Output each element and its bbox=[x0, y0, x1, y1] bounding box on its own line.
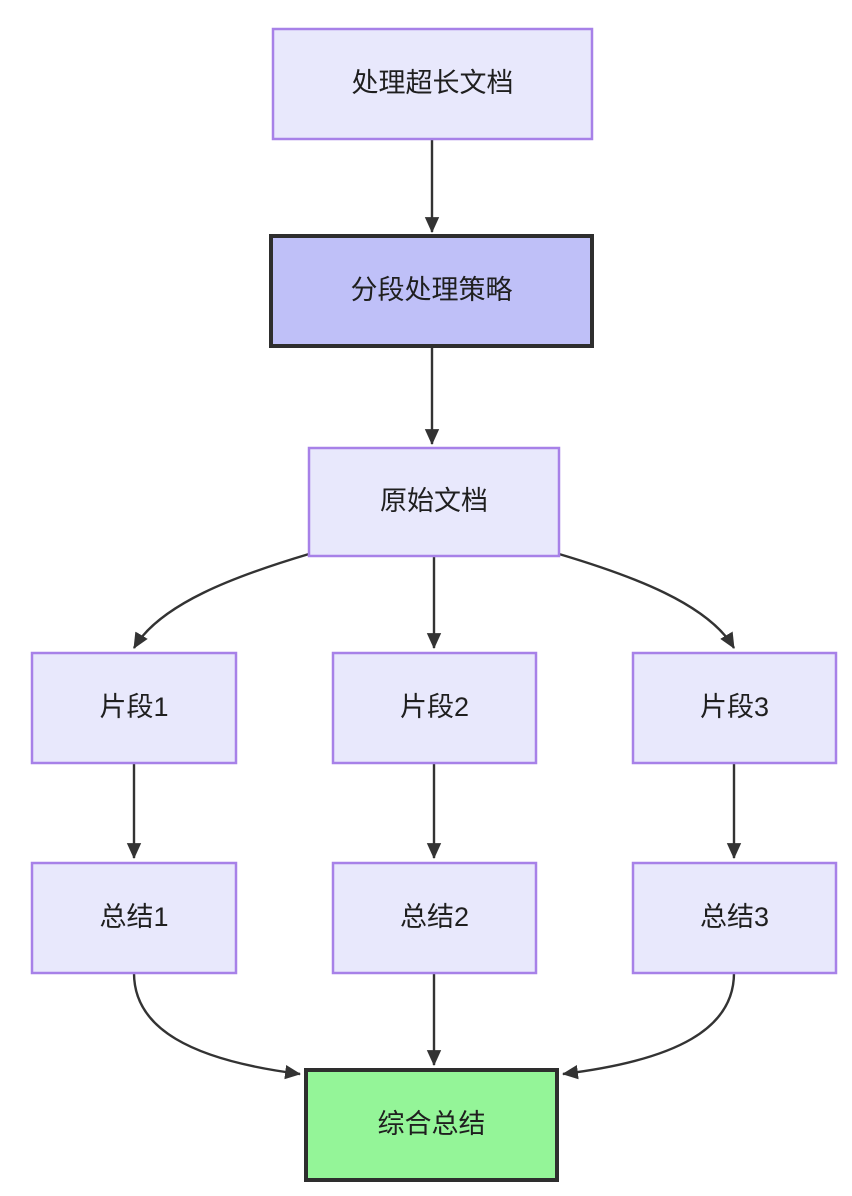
node-label-n5: 片段2 bbox=[400, 692, 469, 722]
node-box-n5[interactable] bbox=[331, 651, 538, 765]
flow-node-n6[interactable]: 片段3 bbox=[631, 651, 838, 765]
node-box-n9[interactable] bbox=[631, 861, 838, 975]
node-box-n1[interactable] bbox=[271, 27, 594, 141]
flow-node-n5[interactable]: 片段2 bbox=[331, 651, 538, 765]
node-box-n6[interactable] bbox=[631, 651, 838, 765]
node-label-n4: 片段1 bbox=[99, 692, 168, 722]
node-box-n4[interactable] bbox=[30, 651, 238, 765]
node-label-n8: 总结2 bbox=[400, 902, 469, 932]
flow-edge-n3-to-n4 bbox=[132, 552, 310, 649]
flow-node-n8[interactable]: 总结2 bbox=[331, 861, 538, 975]
node-box-n10[interactable] bbox=[304, 1068, 559, 1182]
edges-layer bbox=[126, 139, 742, 1080]
node-label-n2: 分段处理策略 bbox=[351, 275, 513, 305]
node-label-n10: 综合总结 bbox=[378, 1109, 486, 1139]
flow-edge-n9-to-n10 bbox=[562, 972, 736, 1080]
flow-node-n7[interactable]: 总结1 bbox=[30, 861, 238, 975]
node-label-n7: 总结1 bbox=[99, 902, 168, 932]
node-label-n9: 总结3 bbox=[700, 902, 769, 932]
flow-node-n2[interactable]: 分段处理策略 bbox=[269, 234, 594, 348]
flow-node-n9[interactable]: 总结3 bbox=[631, 861, 838, 975]
node-box-n7[interactable] bbox=[30, 861, 238, 975]
flow-edge-n3-to-n6 bbox=[558, 552, 736, 649]
flow-node-n10[interactable]: 综合总结 bbox=[304, 1068, 559, 1182]
flow-node-n3[interactable]: 原始文档 bbox=[307, 446, 561, 558]
node-label-n6: 片段3 bbox=[700, 692, 769, 722]
node-box-n3[interactable] bbox=[307, 446, 561, 558]
flow-edge-n7-to-n10 bbox=[132, 972, 301, 1080]
flow-node-n1[interactable]: 处理超长文档 bbox=[271, 27, 594, 141]
flow-node-n4[interactable]: 片段1 bbox=[30, 651, 238, 765]
node-label-n3: 原始文档 bbox=[380, 486, 488, 516]
node-label-n1: 处理超长文档 bbox=[352, 68, 514, 98]
node-box-n8[interactable] bbox=[331, 861, 538, 975]
node-box-n2[interactable] bbox=[269, 234, 594, 348]
